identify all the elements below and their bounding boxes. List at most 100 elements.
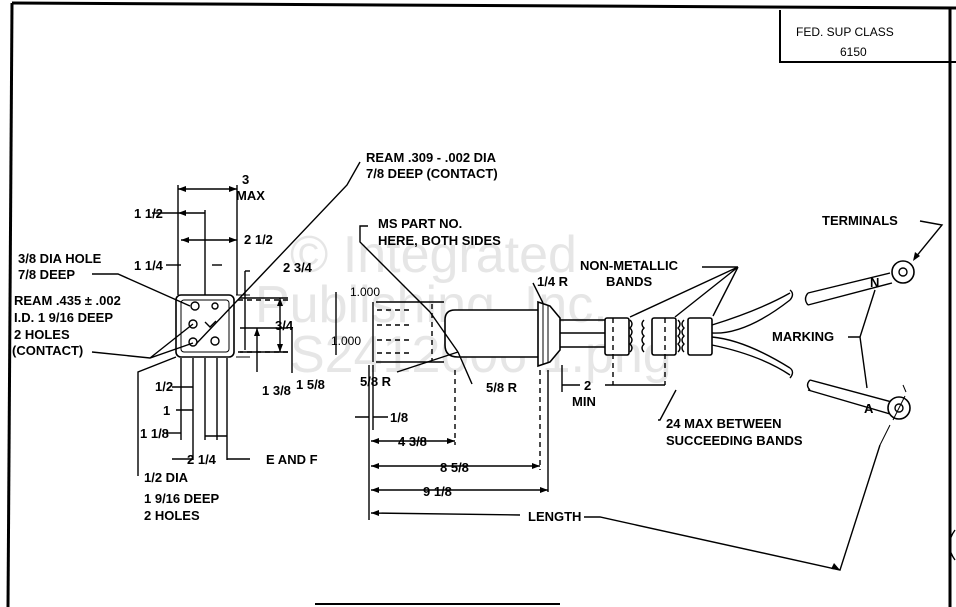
ream309-line2: 7/8 DEEP (CONTACT): [366, 166, 498, 181]
non-metallic-line2: BANDS: [606, 274, 653, 289]
terminal-a-end: [806, 379, 811, 391]
dim-2-1-4-label: 2 1/4: [187, 452, 217, 467]
datum-lines: [368, 365, 374, 520]
non-metallic-leaders: [629, 266, 739, 318]
plug-body: [444, 309, 541, 358]
marking-n: N: [870, 275, 879, 290]
terminal-a-slash: [892, 395, 906, 421]
dim-5-8-r-a-label: 5/8 R: [360, 374, 392, 389]
band-break: [677, 319, 681, 353]
terminal-n-hole: [898, 267, 908, 277]
half-dia-line3: 2 HOLES: [144, 508, 200, 523]
wire-outer: [711, 292, 791, 376]
dim-2-1-2-label: 2 1/2: [244, 232, 273, 247]
wire-break: [789, 289, 794, 379]
half-dia-line2: 1 9/16 DEEP: [144, 491, 219, 506]
contact-hole: [188, 319, 198, 329]
ms-part-line1: MS PART NO.: [378, 216, 462, 231]
ream309-line1: REAM .309 - .002 DIA: [366, 150, 497, 165]
radius-leaders: [396, 351, 473, 385]
band-spacing-leader: [658, 389, 677, 421]
arrowhead: [254, 328, 260, 336]
ream435-leader: [91, 323, 194, 359]
title-block-line1: FED. SUP CLASS: [796, 25, 894, 39]
dim-1000-b-label: 1.000: [331, 334, 361, 348]
ext-lines: [180, 358, 228, 460]
hole38-line1: 3/8 DIA HOLE: [18, 251, 102, 266]
marking-a: A: [864, 401, 874, 416]
hole38-leader: [92, 273, 191, 307]
dim-1-8-label: 1/8: [390, 410, 408, 425]
e-and-f-label: E AND F: [266, 452, 318, 467]
dim-1-1-8-label: 1 1/8: [140, 426, 169, 441]
band-spacing-line1: 24 MAX BETWEEN: [666, 416, 782, 431]
watermark: © Integrated Publishing, Inc. S2412006 1…: [255, 226, 672, 384]
quarter-r-leader: [532, 282, 544, 304]
dim-1-3-8-label: 1 3/8: [262, 383, 291, 398]
half-dia-line1: 1/2 DIA: [144, 470, 189, 485]
marking-leaders: [848, 289, 876, 389]
non-metallic-line1: NON-METALLIC: [580, 258, 679, 273]
band-spacing-line2: SUCCEEDING BANDS: [666, 433, 803, 448]
dim-3-4-label: 3/4: [275, 318, 294, 333]
ms-part-line2: HERE, BOTH SIDES: [378, 233, 501, 248]
ream435-line1: REAM .435 ± .002: [14, 293, 121, 308]
dim-1-4-r-label: 1/4 R: [537, 274, 569, 289]
dim-9-1-8-label: 9 1/8: [423, 484, 452, 499]
collar-grooves: [542, 303, 549, 365]
half-dia-leader: [137, 356, 177, 476]
arrowhead: [913, 252, 920, 261]
band-break: [641, 319, 645, 353]
end-view-dimensions: 3 MAX 1 1/2 2 1/2 1 1/4 2 3/4 3/4 1 3/8 …: [134, 172, 325, 523]
band: [651, 317, 677, 356]
dim-1-2-label: 1/2: [155, 379, 173, 394]
contact-hole: [190, 301, 200, 311]
band-centerlines: [612, 318, 666, 385]
key-mark: [204, 320, 217, 328]
dim-1-1-4-label: 1 1/4: [134, 258, 164, 273]
insert-outline: [372, 301, 444, 363]
dim-1-5-8-label: 1 5/8: [296, 377, 325, 392]
terminals-leader: [914, 220, 944, 259]
connector-face-inner: [180, 299, 230, 353]
dim-2-label: 2: [584, 378, 591, 393]
band: [604, 317, 630, 356]
side-ext: [236, 294, 250, 358]
ream435-line3: 2 HOLES: [14, 327, 70, 342]
title-block-frame: [779, 10, 956, 63]
band-break: [681, 319, 685, 353]
dim-length: [370, 444, 881, 571]
length-label: LENGTH: [528, 509, 581, 524]
dim-1000-a-label: 1.000: [350, 285, 380, 299]
non-metallic-bands: 24 MAX BETWEEN SUCCEEDING BANDS NON-META…: [580, 258, 803, 448]
dim-max-label: MAX: [236, 188, 265, 203]
edge-mark: [948, 529, 956, 561]
dim-2-3-4-label: 2 3/4: [283, 260, 313, 275]
dim-min-label: MIN: [572, 394, 596, 409]
band-break: [629, 319, 633, 353]
title-block-line2: 6150: [840, 45, 867, 59]
terminal-a-ext: [879, 384, 907, 446]
border-left: [6, 2, 14, 607]
terminal-n-ring: [891, 260, 915, 284]
dim-1-label: 1: [163, 403, 170, 418]
arrowheads: [371, 510, 840, 570]
ream435-line2: I.D. 1 9/16 DEEP: [14, 310, 113, 325]
contact-hole: [211, 302, 219, 310]
plug-side-view: 1.000 1.000 5/8 R 5/8 R 1/4 R MS PART NO…: [331, 216, 610, 395]
wire-inner: [711, 299, 791, 369]
end-view-callouts: 3/8 DIA HOLE 7/8 DEEP REAM .435 ± .002 I…: [12, 150, 498, 359]
ream435-line4: (CONTACT): [12, 343, 83, 358]
plug-dimensions: 1/8 4 3/8 8 5/8 9 1/8 LENGTH 2 MIN: [355, 365, 881, 571]
dim-5-8-r-b-label: 5/8 R: [486, 380, 518, 395]
hole38-line2: 7/8 DEEP: [18, 267, 75, 282]
terminal-a-lead: [807, 379, 893, 415]
title-block: FED. SUP CLASS 6150: [779, 10, 956, 63]
dim-1-1-2-label: 1 1/2: [134, 206, 163, 221]
border-top: [11, 1, 956, 10]
contact-hole: [210, 336, 220, 346]
cable: [560, 319, 610, 348]
sheet-border: [6, 1, 956, 607]
watermark-line1: © Integrated: [290, 226, 577, 284]
